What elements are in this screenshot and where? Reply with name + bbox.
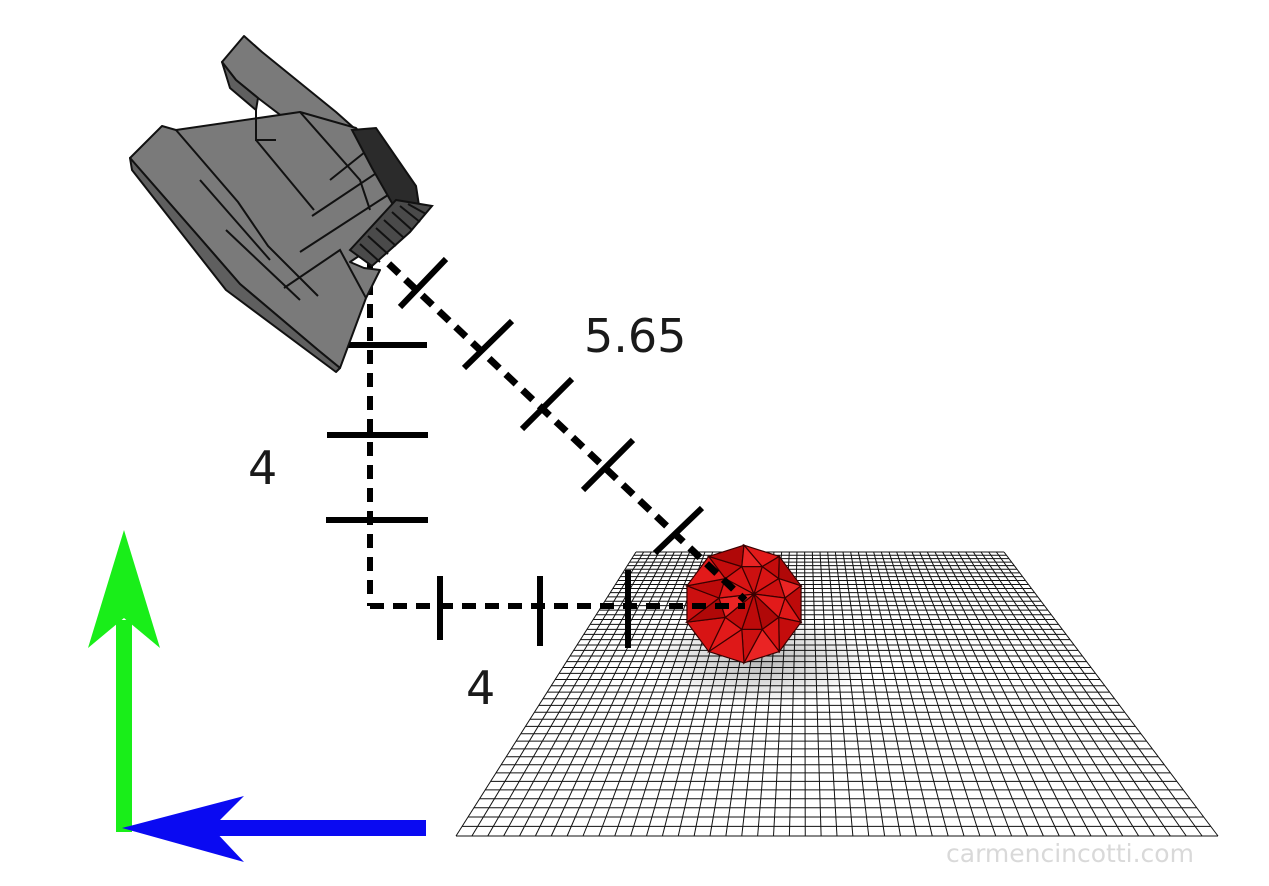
grid-line <box>1003 551 1219 837</box>
grid-line <box>980 551 1171 837</box>
grid-line <box>519 551 668 837</box>
grid-line <box>957 551 1124 837</box>
grid-line <box>455 551 637 837</box>
grid-line <box>949 551 1108 837</box>
hypotenuse-length-label: 5.65 <box>584 309 686 363</box>
grid-line <box>965 551 1140 837</box>
grid-line <box>888 551 981 837</box>
horizontal-length-label: 4 <box>466 661 495 715</box>
grid-line <box>834 551 870 837</box>
grid-line <box>487 551 652 837</box>
sphere-facet <box>740 566 764 596</box>
hypotenuse-tick-3 <box>519 376 575 432</box>
camera-lens-icon <box>348 198 434 268</box>
grid-line <box>972 551 1155 837</box>
grid-line <box>850 551 901 837</box>
hypotenuse-tick-5 <box>652 505 705 556</box>
measurement-lines <box>326 245 748 648</box>
vertical-length-label: 4 <box>248 441 277 495</box>
grid-line <box>995 551 1203 837</box>
grid-line <box>566 551 691 837</box>
grid-line <box>865 551 933 837</box>
grid-line <box>471 551 645 837</box>
grid-line <box>896 551 997 837</box>
grid-line <box>582 551 698 837</box>
grid-line <box>988 551 1187 837</box>
ground-grid-plane <box>455 551 1219 837</box>
grid-line <box>827 551 854 837</box>
hypotenuse-tick-2 <box>461 318 515 371</box>
hypotenuse-tick-4 <box>580 437 636 493</box>
grid-line <box>919 551 1044 837</box>
grid-line <box>911 551 1028 837</box>
grid-line <box>503 551 660 837</box>
coordinate-axes <box>88 530 426 862</box>
camera-icon <box>129 35 434 373</box>
grid-line <box>934 551 1076 837</box>
watermark-text: carmencincotti.com <box>946 839 1194 868</box>
horizontal-axis-arrow-icon <box>122 796 426 862</box>
grid-line <box>873 551 949 837</box>
up-axis-arrow-icon <box>88 530 160 832</box>
grid-line <box>534 551 675 837</box>
grid-line <box>942 551 1092 837</box>
target-sphere <box>684 543 803 665</box>
grid-line <box>842 551 886 837</box>
grid-line <box>926 551 1060 837</box>
grid-line <box>857 551 917 837</box>
hypotenuse-line <box>369 245 748 603</box>
grid-line <box>903 551 1013 837</box>
grid-line <box>880 551 965 837</box>
hypotenuse-tick-1 <box>397 256 449 310</box>
grid-line <box>550 551 683 837</box>
